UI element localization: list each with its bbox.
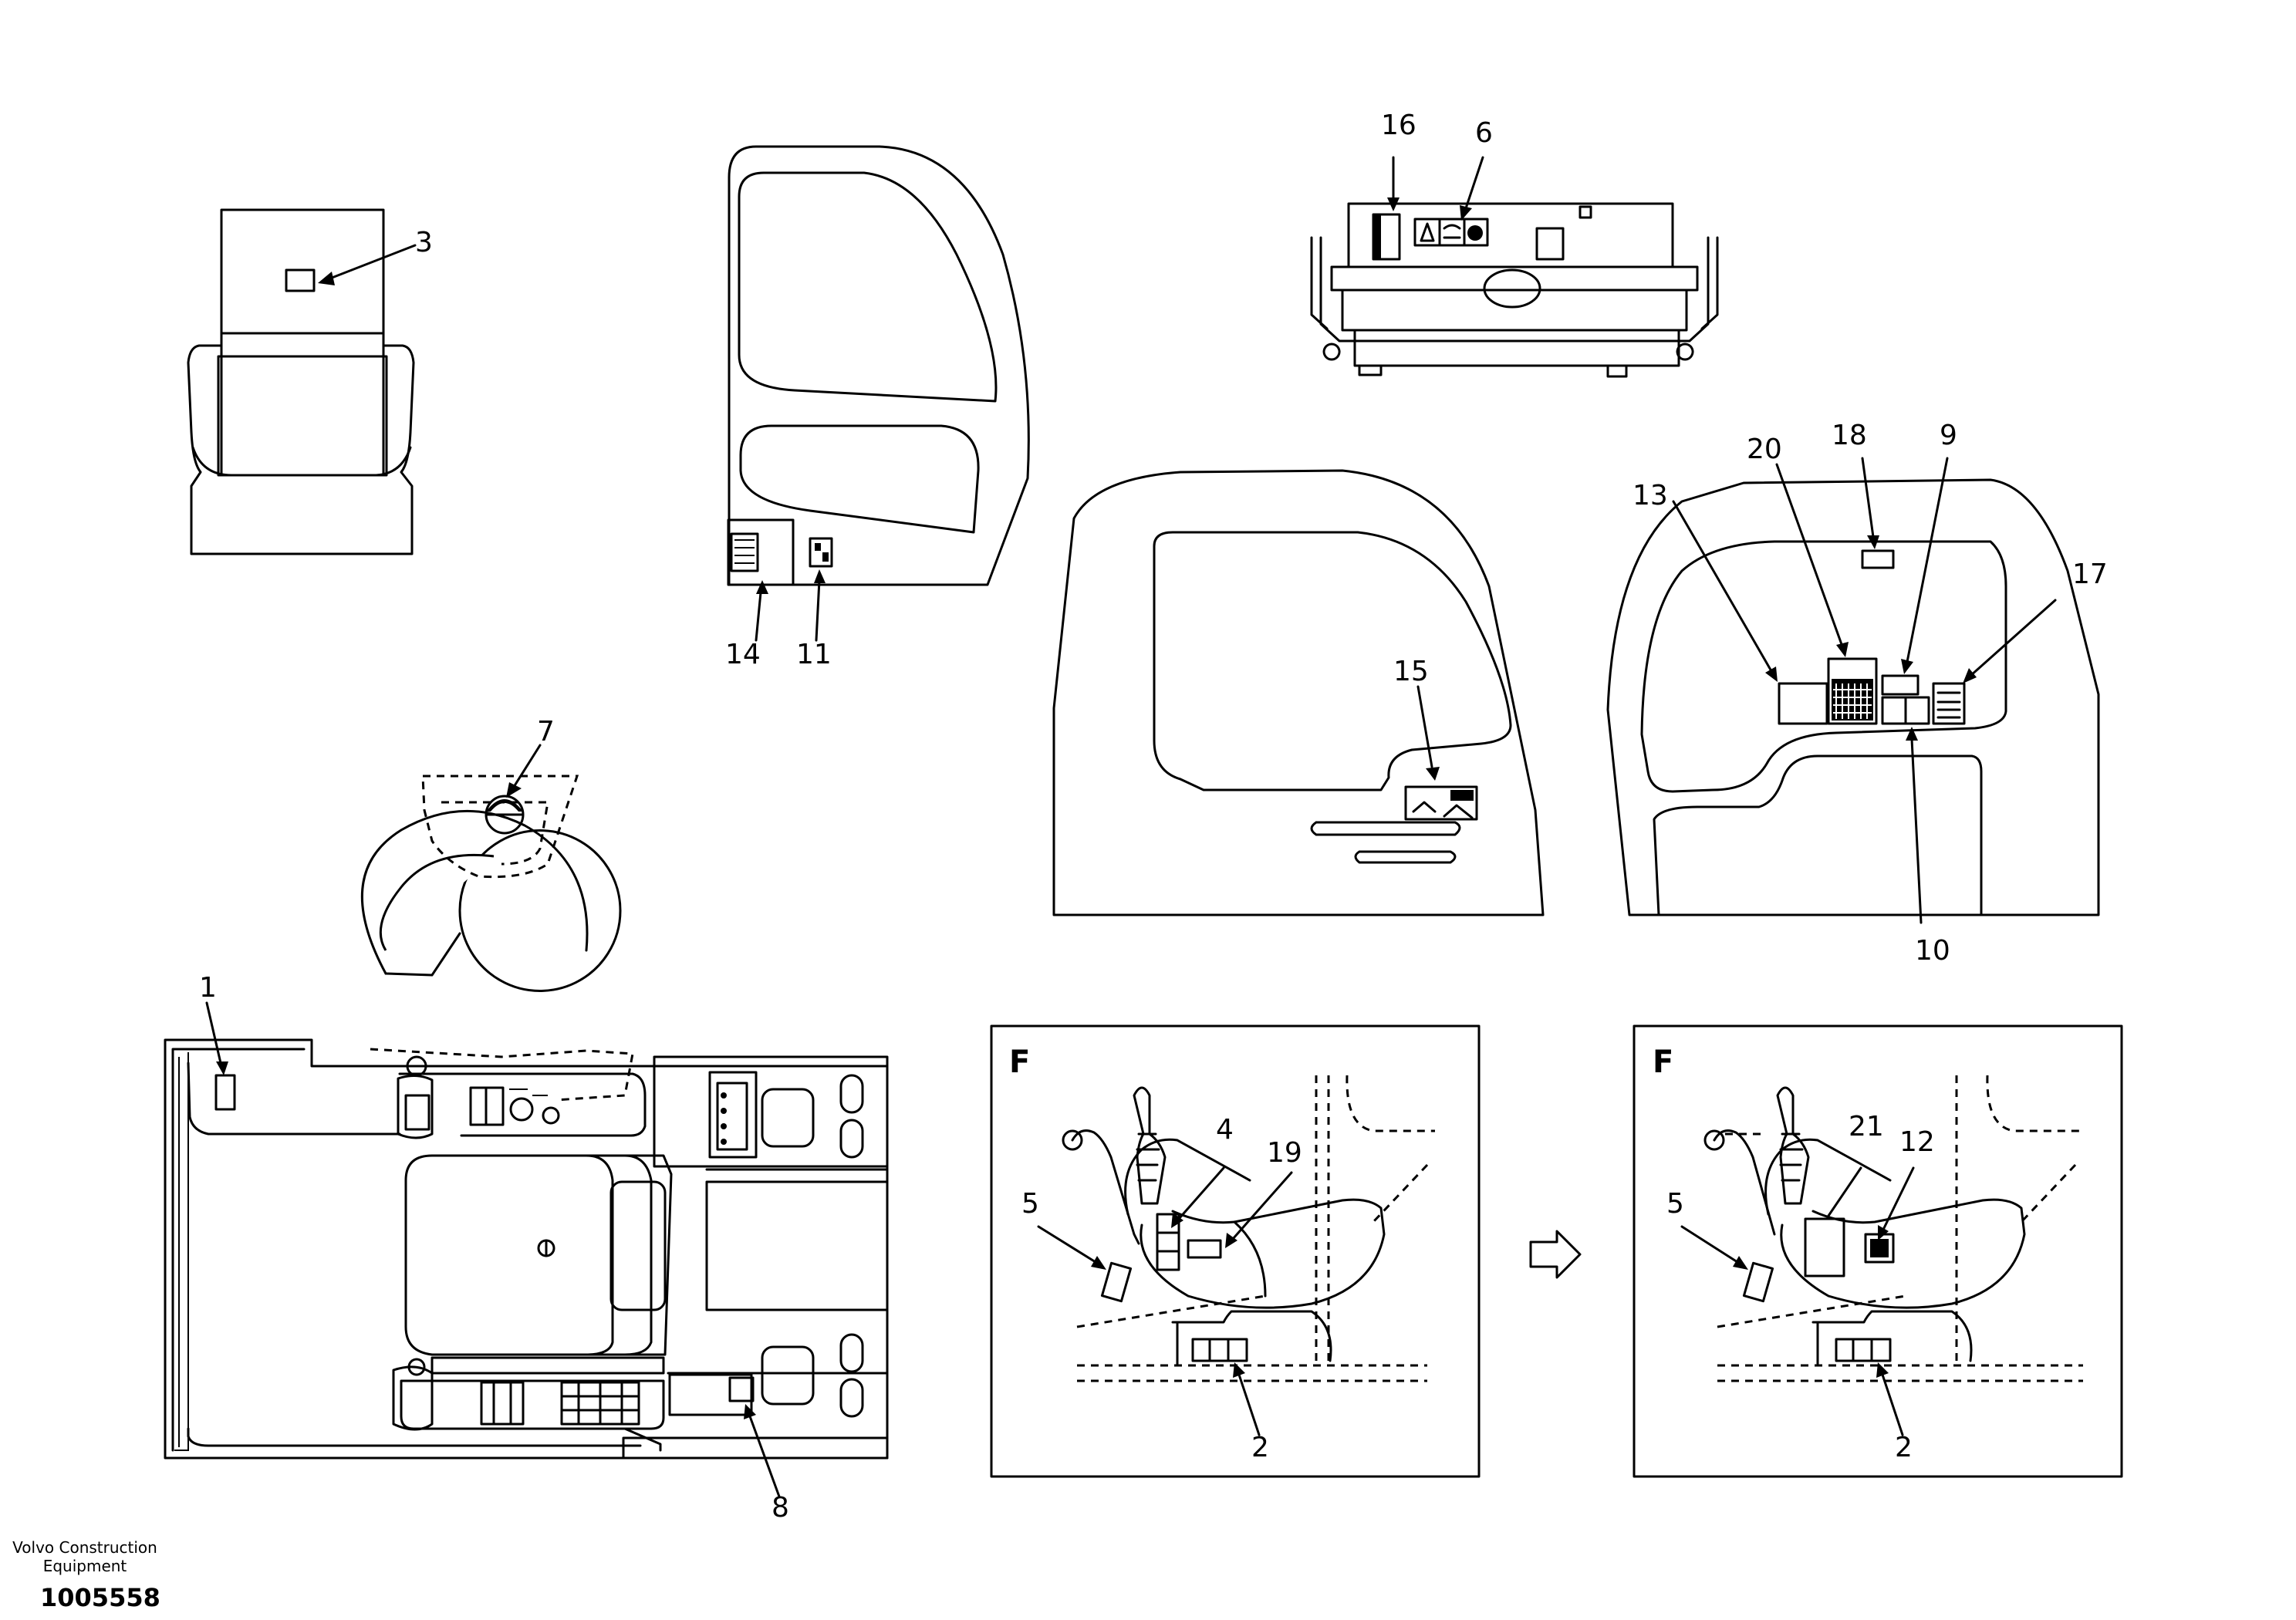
decal-5 [1100, 1261, 1133, 1303]
callout-7: 7 [537, 716, 555, 748]
callout-3: 3 [415, 227, 433, 258]
transition-arrow-icon [1529, 1230, 1582, 1279]
decal-5b [1742, 1261, 1774, 1303]
decal-2 [1191, 1338, 1248, 1362]
cab-door-view [727, 145, 1030, 642]
callout-19: 19 [1267, 1137, 1302, 1169]
view-label-f-right: F [1653, 1045, 1673, 1080]
decal-8 [728, 1376, 755, 1402]
decal-18 [1861, 549, 1895, 569]
callout-2-right: 2 [1895, 1432, 1913, 1463]
cab-interior-view [1052, 469, 1545, 916]
callout-14: 14 [725, 639, 761, 670]
callout-16: 16 [1381, 110, 1416, 141]
callout-17: 17 [2072, 559, 2108, 590]
decal-17 [1932, 682, 1966, 725]
decal-9 [1881, 674, 1920, 696]
decal-19 [1187, 1239, 1222, 1259]
cab-floor-plan [164, 744, 889, 1498]
callout-5-left: 5 [1021, 1188, 1039, 1220]
callout-10: 10 [1915, 935, 1950, 967]
callout-8: 8 [772, 1492, 789, 1524]
decal-2b [1835, 1338, 1892, 1362]
callout-9: 9 [1940, 420, 1957, 451]
company-name: Volvo Construction Equipment [12, 1538, 157, 1575]
decal-15 [1404, 785, 1478, 821]
callout-13: 13 [1633, 480, 1668, 511]
decal-4 [1156, 1213, 1180, 1271]
callout-21: 21 [1849, 1111, 1884, 1142]
callout-6: 6 [1475, 117, 1493, 149]
decal-1 [214, 1074, 236, 1111]
view-label-f-left: F [1009, 1045, 1030, 1080]
decal-6 [1413, 218, 1489, 247]
instrument-panel-view [1310, 156, 1719, 378]
document-number: 1005558 [40, 1583, 160, 1612]
decal-21 [1804, 1217, 1845, 1277]
callout-11: 11 [796, 639, 832, 670]
view-f-right [1633, 1024, 2123, 1478]
view-f-left [990, 1024, 1481, 1478]
seat-back-view [187, 208, 417, 555]
callout-4: 4 [1216, 1114, 1234, 1146]
decal-13 [1778, 682, 1828, 725]
cab-front-view [1606, 457, 2100, 924]
decal-11 [809, 537, 833, 568]
callout-1: 1 [199, 972, 217, 1004]
callout-5-right: 5 [1666, 1188, 1684, 1220]
callout-2-left: 2 [1251, 1432, 1269, 1463]
callout-20: 20 [1747, 434, 1782, 465]
decal-20 [1827, 657, 1878, 725]
callout-18: 18 [1832, 420, 1867, 451]
callout-15: 15 [1393, 656, 1429, 687]
decal-3 [285, 268, 316, 292]
callout-12: 12 [1899, 1126, 1935, 1158]
